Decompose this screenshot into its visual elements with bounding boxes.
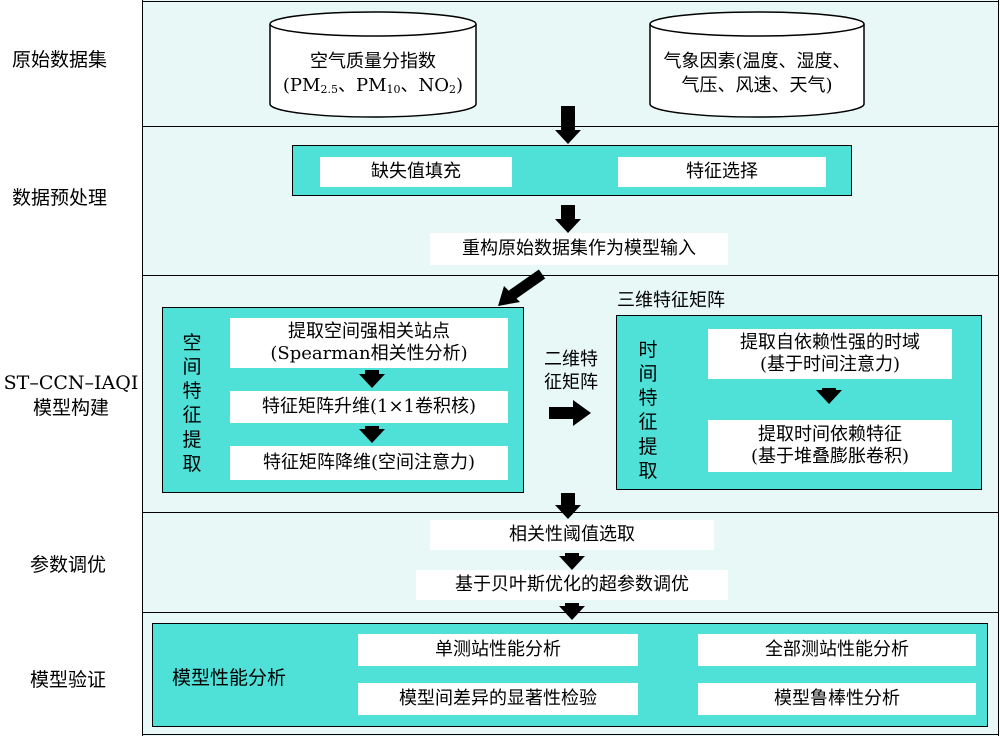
stage-label-model: ST–CCN–IAQI 模型构建 [2,371,140,420]
arrow-threshold-to-bayes [559,553,585,570]
arrow-rebuild-to-spatial [498,269,546,306]
air-quality-text: 空气质量分指数 (PM2.5、PM10、NO2) [268,50,478,99]
arrow-model-to-tuning [555,493,581,519]
arrow-tuning-to-validation [559,603,585,620]
three-d-matrix-label: 三维特征矩阵 [617,290,725,311]
performance-analysis-title: 模型性能分析 [172,667,287,689]
meteorology-line1: 气象因素(温度、湿度、 [663,51,851,72]
stage-label-validation: 模型验证 [30,669,107,691]
stage-label-raw: 原始数据集 [12,49,108,71]
meteorology-line2: 气压、风速、天气) [681,75,833,97]
divider-preprocess-model [142,275,999,276]
feature-select-box: 特征选择 [618,157,826,187]
arrow-preprocess-to-rebuild [555,205,581,233]
fill-missing-box: 缺失值填充 [320,157,512,187]
arrow-spatial-1-2 [359,370,385,388]
temporal-extraction-title: 时 间 特 征 提 取 [638,339,658,482]
spatial-extraction-title: 空 间 特 征 提 取 [182,332,202,475]
spatial-step-dimension-down: 特征矩阵降维(空间注意力) [230,446,508,480]
meteorology-text: 气象因素(温度、湿度、 气压、风速、天气) [648,50,866,99]
stage-label-tuning: 参数调优 [30,554,107,576]
stage-label-model-line1: ST–CCN–IAQI [3,372,139,394]
temporal-step-attention: 提取自依赖性强的时域 (基于时间注意力) [708,329,952,379]
significance-test-box: 模型间差异的显著性检验 [358,683,638,715]
spatial-step-station-selection: 提取空间强相关站点 (Spearman相关性分析) [230,318,508,368]
arrow-raw-to-preprocess [555,106,581,144]
divider-bottom [142,734,999,735]
divider-top [142,1,999,2]
cylinder-air-quality [269,11,477,118]
stage-label-model-line2: 模型构建 [32,396,109,419]
arrow-spatial-2-3 [359,426,385,443]
bayes-tuning-box: 基于贝叶斯优化的超参数调优 [416,570,728,600]
cylinder-meteorology [649,11,865,118]
air-quality-title: 空气质量分指数 [310,51,436,72]
temporal-step-dilated-conv: 提取时间依赖特征 (基于堆叠膨胀卷积) [708,420,952,472]
arrow-temporal-1-2 [816,388,842,404]
spatial-step-dimension-up: 特征矩阵升维(1×1卷积核) [230,391,508,423]
stage-label-preprocess: 数据预处理 [12,187,108,209]
threshold-selection-box: 相关性阈值选取 [430,520,714,550]
all-stations-analysis-box: 全部测站性能分析 [698,634,976,666]
two-d-matrix-label: 二维特 征矩阵 [544,349,598,394]
robustness-analysis-box: 模型鲁棒性分析 [698,683,976,715]
single-station-analysis-box: 单测站性能分析 [358,634,638,666]
air-quality-pollutants: (PM2.5、PM10、NO2) [282,75,464,97]
rebuild-dataset-box: 重构原始数据集作为模型输入 [430,233,728,265]
arrow-spatial-to-temporal [549,400,591,426]
